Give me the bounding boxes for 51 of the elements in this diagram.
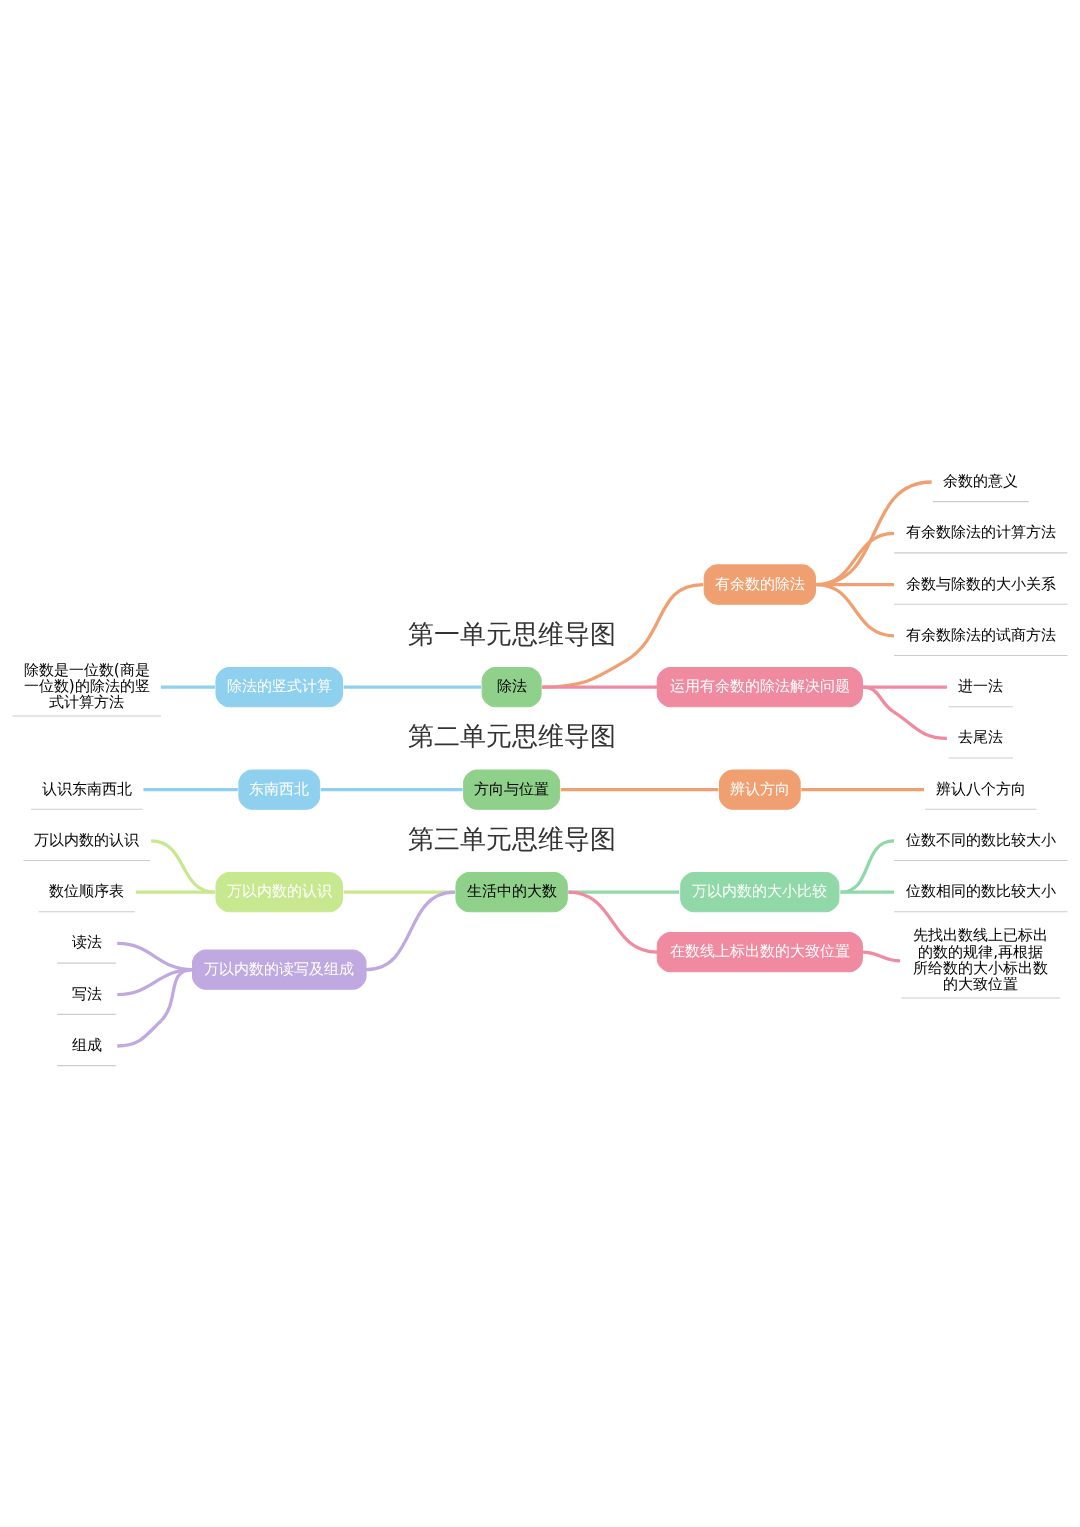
node-box: 在数线上标出数的大致位置 xyxy=(656,931,863,972)
node-text: 组成 xyxy=(71,1035,102,1054)
node-box: 万以内数的读写及组成 xyxy=(192,948,367,990)
connector xyxy=(542,582,704,689)
label: 第三单元思维导图 xyxy=(407,823,616,854)
node-text: 写法 xyxy=(71,984,102,1003)
connector xyxy=(135,890,215,894)
node-text: 进一法 xyxy=(958,676,1004,695)
node-text: 万以内数的认识 xyxy=(34,830,140,849)
connector xyxy=(801,787,924,791)
node-box: 方向与位置 xyxy=(463,768,561,810)
node-text: 先找出数线上已标出的数的规律,再根据所给数的大小标出数的大致位置 xyxy=(913,925,1049,993)
label: 第二单元思维导图 xyxy=(407,720,616,751)
node-box: 万以内数的大小比较 xyxy=(680,871,840,912)
connector xyxy=(560,787,719,791)
node-box: 除法的竖式计算 xyxy=(215,666,344,707)
node-text: 数位顺序表 xyxy=(49,881,125,900)
node-text: 余数的意义 xyxy=(943,471,1019,490)
connector xyxy=(320,787,463,791)
node-box: 万以内数的认识 xyxy=(215,871,344,912)
node-text: 读法 xyxy=(71,932,102,951)
node-text: 除数是一位数(商是一位数)的除法的竖式计算方法 xyxy=(23,660,150,711)
node-text: 余数与除数的大小关系 xyxy=(905,574,1056,593)
connector xyxy=(343,684,482,689)
node-box: 除法 xyxy=(481,666,542,707)
node-text: 有余数除法的试商方法 xyxy=(905,625,1056,644)
connector xyxy=(816,582,895,637)
node-text: 位数不同的数比较大小 xyxy=(905,830,1056,849)
node-text: 位数相同的数比较大小 xyxy=(905,881,1056,900)
connector xyxy=(862,684,947,740)
node-box: 生活中的大数 xyxy=(455,871,568,912)
connector xyxy=(150,838,216,894)
node-box: 运用有余数的除法解决问题 xyxy=(656,666,863,707)
connector xyxy=(568,890,658,954)
connector xyxy=(143,787,238,791)
connector xyxy=(365,890,456,971)
node-box: 辨认方向 xyxy=(718,768,801,810)
node-text: 去尾法 xyxy=(958,727,1004,746)
node-text: 辨认八个方向 xyxy=(935,779,1026,798)
connector xyxy=(160,684,215,689)
node-box: 东南西北 xyxy=(238,768,321,810)
node-text: 认识东南西北 xyxy=(41,779,132,798)
node-box: 有余数的除法 xyxy=(703,563,816,605)
connector xyxy=(840,838,895,894)
connector xyxy=(862,950,901,963)
connector xyxy=(542,684,658,689)
connector xyxy=(840,890,894,894)
connector xyxy=(862,684,947,689)
connector xyxy=(117,967,193,1048)
node-text: 有余数除法的计算方法 xyxy=(905,522,1056,541)
label: 第一单元思维导图 xyxy=(407,618,616,649)
